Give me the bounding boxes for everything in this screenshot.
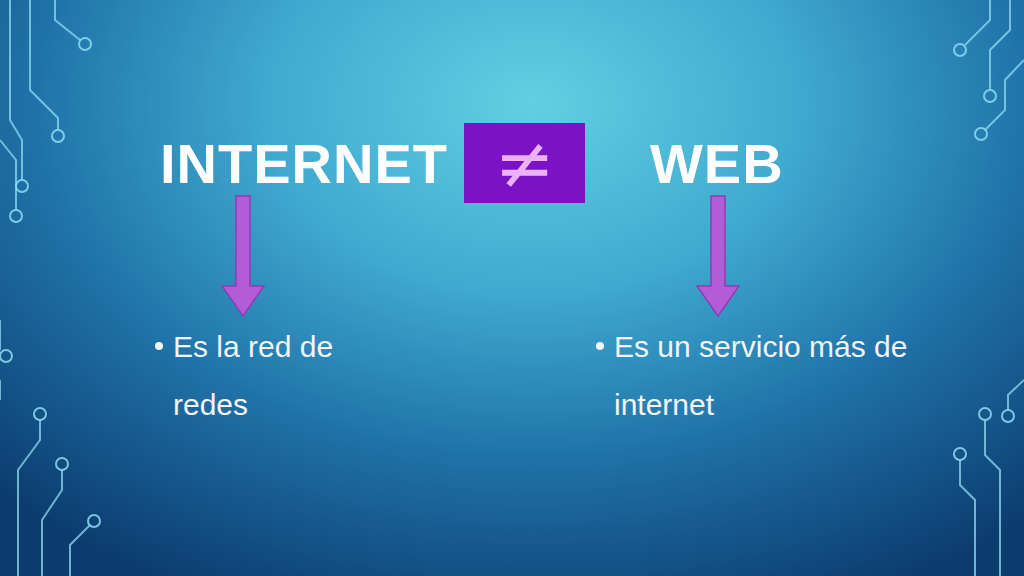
bullet-dot bbox=[596, 342, 604, 350]
circuit-pad bbox=[975, 128, 987, 140]
circuit-pad bbox=[954, 448, 966, 460]
circuit-line bbox=[18, 420, 40, 576]
circuit-line bbox=[0, 140, 16, 210]
circuit-pad bbox=[79, 38, 91, 50]
heading-word: WEB bbox=[650, 136, 784, 192]
circuit-pad bbox=[56, 458, 68, 470]
circuit-line bbox=[42, 470, 62, 576]
circuit-pad bbox=[88, 515, 100, 527]
not-equal-box: ≠ bbox=[464, 123, 585, 203]
bullet-point: Es un servicio más de internet bbox=[596, 318, 926, 434]
heading-word: INTERNET bbox=[160, 136, 448, 192]
bullet-text: Es la red de redes bbox=[173, 318, 405, 434]
block-arrow bbox=[697, 196, 739, 316]
circuit-pad bbox=[979, 408, 991, 420]
heading-text: INTERNET bbox=[160, 136, 448, 192]
circuit-line bbox=[70, 525, 90, 576]
circuit-pad bbox=[1002, 410, 1014, 422]
bullet-dot bbox=[155, 342, 163, 350]
circuit-line bbox=[960, 460, 975, 576]
bullet-text: Es un servicio más de internet bbox=[614, 318, 926, 434]
circuit-pad bbox=[52, 130, 64, 142]
circuit-pad bbox=[984, 90, 996, 102]
circuit-line bbox=[10, 0, 22, 180]
heading-text: WEB bbox=[650, 136, 784, 192]
circuit-pad bbox=[34, 408, 46, 420]
circuit-line bbox=[985, 60, 1024, 130]
not-equal-sign: ≠ bbox=[494, 127, 554, 199]
circuit-line bbox=[0, 380, 1, 400]
circuit-line bbox=[55, 0, 80, 40]
circuit-pad bbox=[0, 350, 12, 362]
circuit-line bbox=[965, 0, 990, 45]
circuit-pad bbox=[954, 44, 966, 56]
block-arrow bbox=[222, 196, 264, 316]
circuit-line bbox=[1008, 380, 1024, 410]
circuit-pad bbox=[10, 210, 22, 222]
bullet-point: Es la red de redes bbox=[155, 318, 405, 434]
circuit-line bbox=[985, 420, 1000, 576]
circuit-line bbox=[0, 320, 1, 350]
circuit-line bbox=[30, 0, 58, 130]
circuit-pad bbox=[16, 180, 28, 192]
